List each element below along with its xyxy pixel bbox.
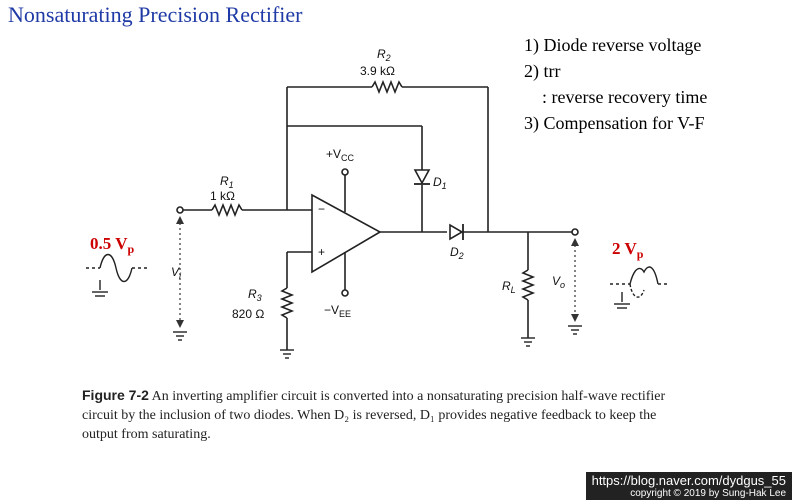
output-waveform [629,266,659,285]
vee-terminal [341,289,349,297]
note-2: 2) trr [524,61,561,81]
diode-d2 [449,223,464,241]
note-1: 1) Diode reverse voltage [524,35,702,55]
op-amp [311,193,382,274]
vcc-label: +VCC [326,147,355,163]
figure-label: Figure 7-2 [82,387,149,403]
watermark: https://blog.naver.com/dydgus_55 copyrig… [585,472,792,500]
rl-label: RL [502,279,516,295]
note-2-detail: : reverse recovery time [542,87,708,107]
r1-value: 1 kΩ [210,189,235,203]
page-title: Nonsaturating Precision Rectifier [8,2,303,27]
resistor-rl [520,269,536,301]
input-waveform [99,253,133,283]
d2-label: D2 [450,245,464,261]
watermark-copyright: copyright © 2019 by Sung-Hak Lee [630,488,786,499]
vee-label: −VEE [324,303,351,319]
r3-label: R3 [248,287,262,303]
input-amplitude: 0.5 Vp [90,234,134,256]
notes-list: 1) Diode reverse voltage 2) trr : revers… [524,32,707,136]
figure-caption: Figure 7-2 An inverting amplifier circui… [82,386,682,444]
vi-label: Vi [171,265,182,281]
r2-label: R2 [377,47,391,63]
note-3: 3) Compensation for V-F [524,113,705,133]
resistor-r2 [371,79,403,95]
r1-label: R1 [220,174,234,190]
input-terminal [176,206,184,214]
output-terminal [571,228,579,236]
output-amplitude: 2 Vp [612,239,644,261]
inverting-sign: − [318,202,325,216]
figure-text: An inverting amplifier circuit is conver… [82,389,666,442]
resistor-r3 [279,287,295,319]
watermark-url: https://blog.naver.com/dydgus_55 [591,473,786,488]
noninverting-sign: + [318,245,325,259]
r3-value: 820 Ω [232,307,264,321]
d1-label: D1 [433,175,447,191]
r2-value: 3.9 kΩ [360,64,395,78]
diode-d1 [413,169,431,185]
vcc-terminal [341,168,349,176]
resistor-r1 [211,202,243,218]
vo-label: Vo [552,274,565,290]
